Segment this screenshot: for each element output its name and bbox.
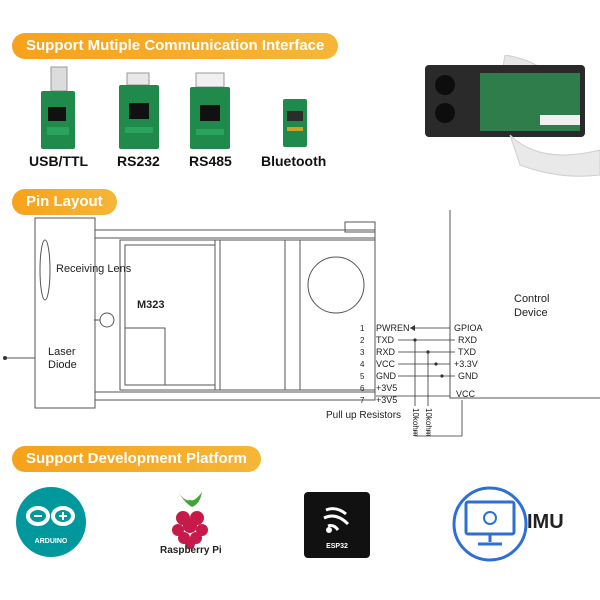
imu-label: IMU <box>527 511 564 533</box>
platform-title: Support Development Platform <box>26 450 247 467</box>
pin-name-6: +3V5 <box>376 383 397 393</box>
bluetooth-board-image <box>283 99 307 147</box>
pin-number-2: 2 <box>360 336 365 345</box>
pin-name-5: GND <box>376 371 397 381</box>
laser-housing <box>34 217 96 409</box>
control-device-label-2: Device <box>514 307 548 319</box>
arduino-logo: ARDUINO <box>16 487 86 557</box>
raspberry-pi-logo <box>172 492 208 549</box>
sensor-module-photo <box>425 55 600 177</box>
pin-name-2: TXD <box>376 335 395 345</box>
pin-name-1: PWREN <box>376 323 410 333</box>
interface-label-usb-ttl: USB/TTL <box>29 153 89 169</box>
pin-layout-title: Pin Layout <box>26 193 103 210</box>
pin-target-2: RXD <box>458 335 478 345</box>
pullup-resistors-label: Pull up Resistors <box>326 410 401 421</box>
imu-monitor-icon <box>452 486 528 562</box>
esp32-chip-logo: ESP32 <box>304 492 370 558</box>
control-device-box <box>449 210 600 399</box>
pin-target-4: +3.3V <box>454 359 478 369</box>
pin-name-3: RXD <box>376 347 396 357</box>
pin-name-7: +3V5 <box>376 395 397 405</box>
module-housing <box>94 229 376 401</box>
usb-ttl-board-image <box>41 66 75 149</box>
pin-target-1: GPIOA <box>454 323 483 333</box>
resistor-2-label: 10kohm <box>424 408 433 437</box>
pin-layout-banner: Pin Layout <box>12 189 117 215</box>
emitter-lens <box>307 256 365 314</box>
platform-logos: ARDUINO ESP32 <box>16 486 528 562</box>
resistor-1-label: 10kohm <box>411 408 420 437</box>
pin-number-1: 1 <box>360 324 365 333</box>
module-name-label: M323 <box>137 299 165 311</box>
pin-name-4: VCC <box>376 359 396 369</box>
arduino-logo-text: ARDUINO <box>35 538 68 545</box>
interface-label-rs485: RS485 <box>189 153 232 169</box>
comm-interface-banner: Support Mutiple Communication Interface <box>12 33 339 59</box>
pin-number-3: 3 <box>360 348 365 357</box>
receiving-lens-label: Receiving Lens <box>56 263 132 275</box>
rs232-board-image <box>119 72 159 149</box>
vcc-pullup-label: VCC <box>456 389 476 399</box>
raspberry-pi-label: Raspberry Pi <box>160 545 222 556</box>
esp32-chip-text: ESP32 <box>326 543 348 550</box>
pin-number-7: 7 <box>360 396 365 405</box>
pin-number-6: 6 <box>360 384 365 393</box>
interface-label-bluetooth: Bluetooth <box>261 153 327 169</box>
pin-target-5: GND <box>458 371 479 381</box>
pin-number-5: 5 <box>360 372 365 381</box>
pin-number-4: 4 <box>360 360 365 369</box>
laser-diode-label-1: Laser <box>48 346 76 358</box>
rs485-board-image <box>190 72 230 149</box>
comm-interface-title: Support Mutiple Communication Interface <box>26 37 325 54</box>
control-device-label-1: Control <box>514 293 549 305</box>
laser-diode-label-2: Diode <box>48 359 77 371</box>
interface-label-rs232: RS232 <box>117 153 160 169</box>
receiving-lens-shape <box>39 239 51 301</box>
platform-banner: Support Development Platform <box>12 446 261 472</box>
interface-boards-illustration <box>41 55 600 177</box>
pin-layout-diagram: Receiving Lens Laser Diode M323 Control … <box>3 210 600 437</box>
pin-target-3: TXD <box>458 347 477 357</box>
